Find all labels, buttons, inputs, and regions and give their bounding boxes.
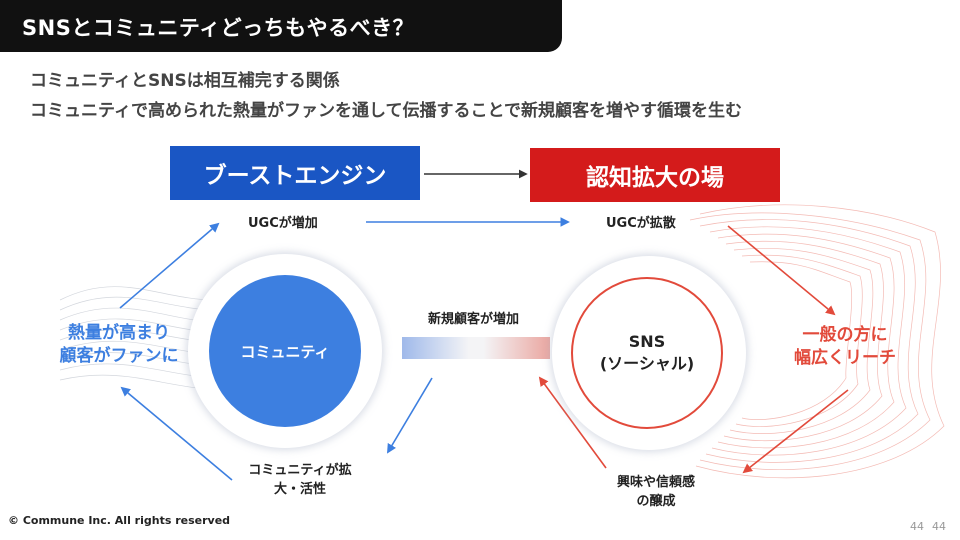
sns-label-line-1: SNS <box>628 332 666 352</box>
broad-reach-line-1: 一般の方に <box>802 325 888 345</box>
trust-building-line-2: の醸成 <box>636 493 676 509</box>
community-circle: コミュニティ <box>209 275 361 427</box>
ugc-spread-label: UGCが拡散 <box>606 216 676 231</box>
subtitle-line-2: コミュニティで高められた熱量がファンを通して伝播することで新規顧客を増やす循環を… <box>30 101 742 121</box>
fan-conversion-line-2: 顧客がファンに <box>59 345 179 366</box>
page-number: 44 <box>910 520 924 533</box>
arrow-center-down <box>387 377 433 454</box>
community-label: コミュニティ <box>240 342 330 361</box>
trust-building-line-1: 興味や信頼感 <box>616 475 695 490</box>
trust-building-label: 興味や信頼感 の醸成 <box>596 474 716 512</box>
page-title: SNSとコミュニティどっちもやるべき？ <box>22 16 415 40</box>
arrow-bottom-right-up <box>538 376 607 469</box>
flow-gradient-bar <box>402 337 550 359</box>
community-growth-line-1: コミュニティが拡 <box>248 463 352 478</box>
arrow-right-lower <box>742 389 849 474</box>
community-growth-label: コミュニティが拡 大・活性 <box>240 462 360 500</box>
boost-engine-box: ブーストエンジン <box>170 146 420 200</box>
arrow-right-down <box>727 225 836 316</box>
arrow-left-up <box>119 222 220 309</box>
awareness-box: 認知拡大の場 <box>530 148 780 202</box>
fan-conversion-label: 熱量が高まり 顧客がファンに <box>44 322 194 368</box>
broad-reach-label: 一般の方に 幅広くリーチ <box>780 324 910 370</box>
broad-reach-line-2: 幅広くリーチ <box>794 347 896 368</box>
sns-label-line-2: (ソーシャル) <box>599 354 695 373</box>
arrow-bottom-left-up <box>120 386 233 481</box>
new-customers-label: 新規顧客が増加 <box>428 312 520 327</box>
right-wave-decoration <box>689 204 945 479</box>
copyright-footer: © Commune Inc. All rights reserved <box>8 514 231 527</box>
ugc-increase-label: UGCが増加 <box>248 216 318 231</box>
sns-circle: SNS (ソーシャル) <box>571 277 723 429</box>
subtitle-line-1: コミュニティとSNSは相互補完する関係 <box>30 71 340 91</box>
title-bar: SNSとコミュニティどっちもやるべき？ <box>0 0 562 52</box>
fan-conversion-line-1: 熱量が高まり <box>68 323 170 343</box>
community-growth-line-2: 大・活性 <box>273 481 326 497</box>
page-number-secondary: 44 <box>932 520 946 533</box>
